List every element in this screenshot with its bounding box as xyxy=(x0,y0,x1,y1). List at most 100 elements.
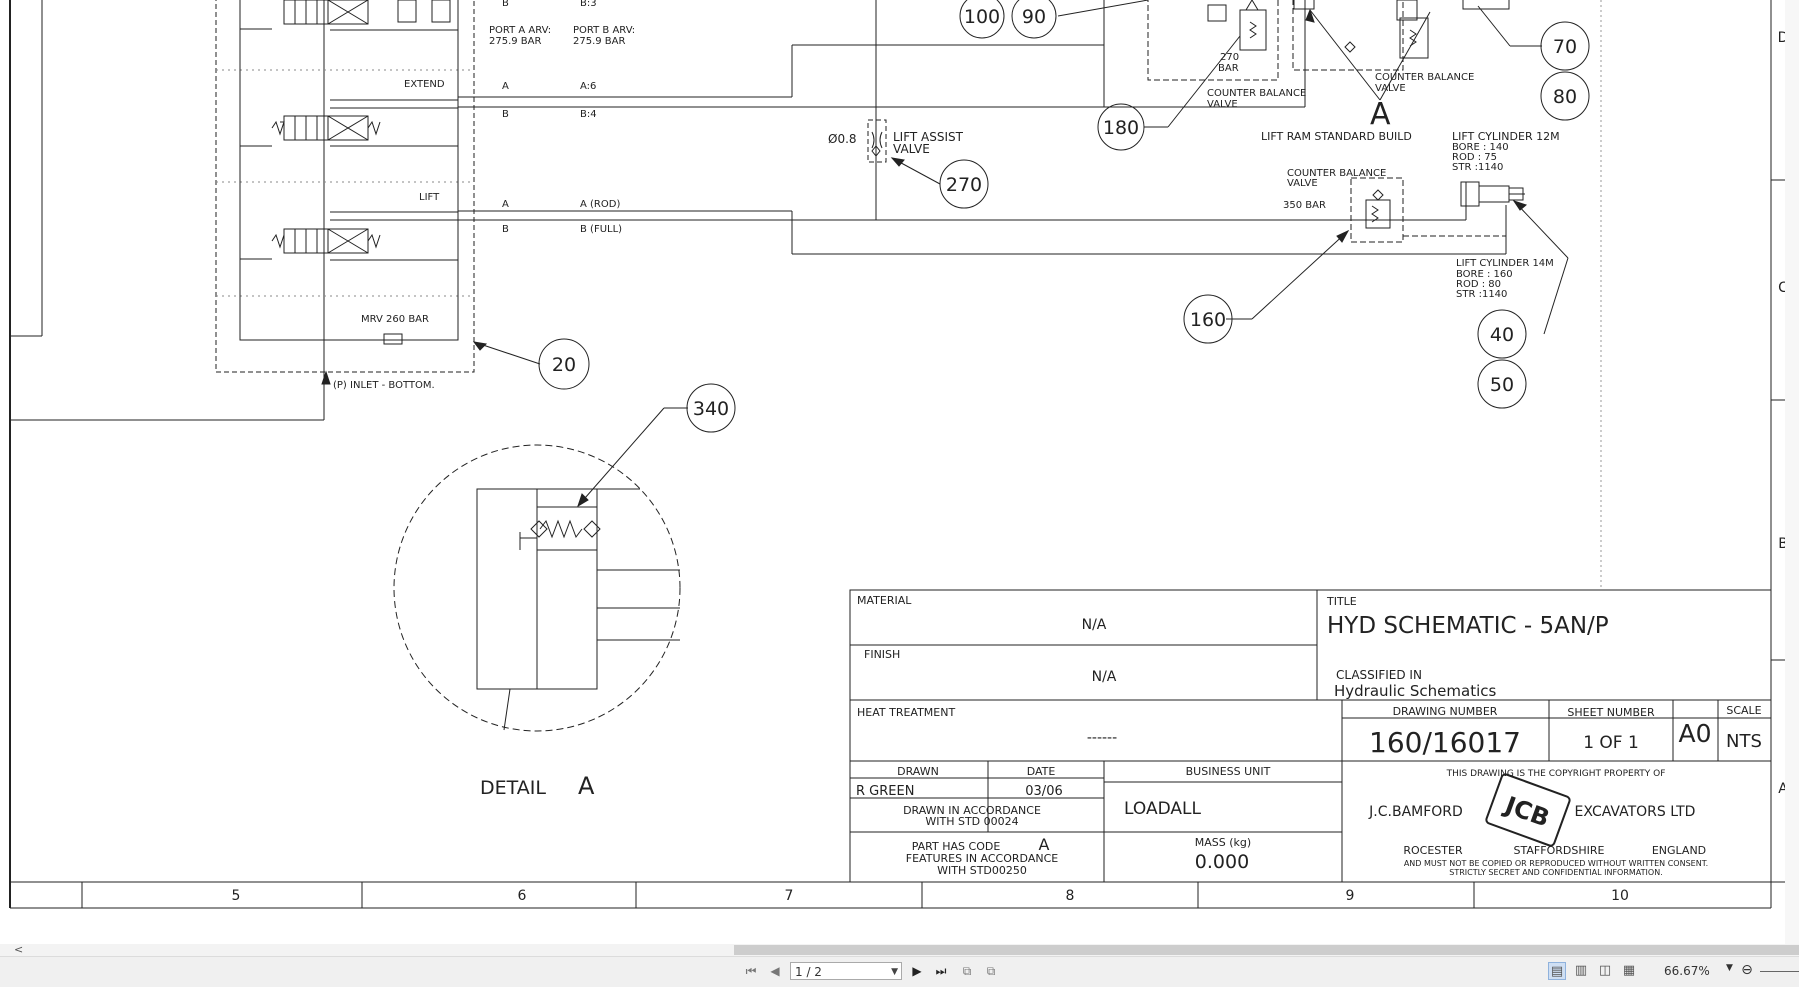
zone-10: 10 xyxy=(1611,888,1629,904)
balloon-270: 270 xyxy=(946,174,982,196)
first-page-icon[interactable]: ⏮ xyxy=(745,964,757,978)
zone-9: 9 xyxy=(1346,888,1355,904)
label-270: 270 xyxy=(1220,52,1239,63)
location-county: STAFFORDSHIRE xyxy=(1514,844,1605,857)
label-cyl12-str: STR :1140 xyxy=(1452,162,1503,173)
scale-value: NTS xyxy=(1726,731,1762,752)
part-code-line-3: WITH STD00250 xyxy=(937,864,1027,877)
horizontal-scroll-thumb[interactable] xyxy=(734,945,1799,955)
previous-page-icon[interactable]: ◀ xyxy=(770,964,780,978)
business-unit-value: LOADALL xyxy=(1124,799,1201,819)
label-lift-assist-valve: VALVE xyxy=(893,142,930,156)
last-page-icon[interactable]: ⏭ xyxy=(935,964,947,978)
label-bar: BAR xyxy=(1218,63,1239,74)
label-b-full: B (FULL) xyxy=(580,224,622,235)
balloon-80: 80 xyxy=(1553,86,1577,108)
zone-c: C xyxy=(1778,280,1788,296)
next-page-icon[interactable]: ▶ xyxy=(912,964,922,978)
zoom-dropdown-icon[interactable]: ▼ xyxy=(1726,963,1733,973)
drawn-label: DRAWN xyxy=(897,765,939,778)
previous-view-icon[interactable]: ⧉ xyxy=(962,964,972,978)
drawing-number-label: DRAWING NUMBER xyxy=(1393,705,1498,718)
scroll-left-icon[interactable]: < xyxy=(14,943,24,956)
zoom-slider[interactable] xyxy=(1760,971,1799,972)
zoom-out-icon[interactable]: ⊖ xyxy=(1741,962,1753,978)
label-cbv-top: COUNTER BALANCE xyxy=(1207,88,1306,99)
date-value: 03/06 xyxy=(1025,784,1062,799)
zone-6: 6 xyxy=(518,888,527,904)
label-b3: B:3 xyxy=(580,0,597,9)
label-detail-letter: A xyxy=(578,772,595,800)
balloon-160: 160 xyxy=(1190,309,1226,331)
label-port-a-arv: PORT A ARV: xyxy=(489,25,551,36)
accordance-line-2: WITH STD 00024 xyxy=(925,815,1018,828)
label-350-bar: 350 BAR xyxy=(1283,200,1326,211)
part-code-line-1: PART HAS CODE xyxy=(912,840,1001,853)
label-port-letter: B xyxy=(502,0,509,9)
title-label: TITLE xyxy=(1326,595,1357,608)
copy-notice: AND MUST NOT BE COPIED OR REPRODUCED WIT… xyxy=(1404,859,1708,868)
scale-label: SCALE xyxy=(1726,704,1761,717)
label-port-b-value: 275.9 BAR xyxy=(573,36,626,47)
zoom-level[interactable]: 66.67% xyxy=(1664,964,1710,978)
mass-value: 0.000 xyxy=(1195,851,1249,873)
confidential-notice: STRICTLY SECRET AND CONFIDENTIAL INFORMA… xyxy=(1449,868,1662,877)
label-cyl12-bore: BORE : 140 xyxy=(1452,142,1509,153)
accordance-line-1: DRAWN IN ACCORDANCE xyxy=(903,804,1041,817)
label-port-b-arv: PORT B ARV: xyxy=(573,25,635,36)
label-cbv-top-2: VALVE xyxy=(1207,99,1238,110)
copyright-line: THIS DRAWING IS THE COPYRIGHT PROPERTY O… xyxy=(1446,769,1666,779)
label-orifice: Ø0.8 xyxy=(828,132,857,146)
label-inlet: (P) INLET - BOTTOM. xyxy=(333,380,435,391)
location-town: ROCESTER xyxy=(1403,844,1463,857)
next-view-icon[interactable]: ⧉ xyxy=(986,964,996,978)
horizontal-scrollbar[interactable]: < xyxy=(0,944,1799,956)
balloon-40: 40 xyxy=(1490,324,1514,346)
sheet-size: A0 xyxy=(1678,719,1711,748)
balloon-50: 50 xyxy=(1490,374,1514,396)
drawing-title: HYD SCHEMATIC - 5AN/P xyxy=(1327,613,1609,639)
status-bar: ⏮ ◀ 1 / 2 ▼ ▶ ⏭ ⧉ ⧉ ▤ ▥ ◫ ▦ 66.67% ▼ ⊖ xyxy=(0,956,1799,987)
balloon-100: 100 xyxy=(964,6,1000,28)
label-cbv-lower: COUNTER BALANCE xyxy=(1287,168,1386,179)
vertical-scrollbar[interactable] xyxy=(1785,0,1799,944)
facing-view-icon[interactable]: ◫ xyxy=(1598,963,1612,978)
label-port-b-lift: B xyxy=(502,224,509,235)
company-name-left: J.C.BAMFORD xyxy=(1368,804,1463,820)
label-cyl14-rod: ROD : 80 xyxy=(1456,279,1501,290)
mass-label: MASS (kg) xyxy=(1195,836,1251,849)
page-number-field[interactable]: 1 / 2 ▼ xyxy=(790,962,902,980)
business-unit-label: BUSINESS UNIT xyxy=(1186,765,1271,778)
label-extend: EXTEND xyxy=(404,79,445,90)
location-country: ENGLAND xyxy=(1652,844,1706,857)
material-value: N/A xyxy=(1082,617,1107,633)
label-cyl12-rod: ROD : 75 xyxy=(1452,152,1497,163)
label-a-rod: A (ROD) xyxy=(580,199,620,210)
zone-5: 5 xyxy=(232,888,241,904)
sheet-number-label: SHEET NUMBER xyxy=(1567,706,1655,719)
continuous-view-icon[interactable]: ▥ xyxy=(1574,963,1588,978)
zone-d: D xyxy=(1778,30,1789,46)
label-cbv-top-right: COUNTER BALANCE xyxy=(1375,72,1474,83)
zone-a: A xyxy=(1778,781,1788,797)
zone-8: 8 xyxy=(1066,888,1075,904)
page-dropdown-icon[interactable]: ▼ xyxy=(891,967,898,977)
drawn-value: R GREEN xyxy=(856,784,914,799)
label-a6: A:6 xyxy=(580,81,596,92)
label-b4: B:4 xyxy=(580,109,597,120)
label-port-a-extend: A xyxy=(502,81,509,92)
label-port-a-lift: A xyxy=(502,199,509,210)
label-lift-assist: LIFT ASSIST xyxy=(893,130,964,144)
continuous-facing-view-icon[interactable]: ▦ xyxy=(1622,963,1636,978)
balloon-20: 20 xyxy=(552,354,576,376)
label-cyl14-str: STR :1140 xyxy=(1456,289,1507,300)
part-code-letter: A xyxy=(1039,835,1050,854)
label-detail: DETAIL xyxy=(480,777,546,799)
label-lift-ram: LIFT RAM STANDARD BUILD xyxy=(1261,130,1412,143)
part-code-line-2: FEATURES IN ACCORDANCE xyxy=(906,852,1058,865)
balloon-180: 180 xyxy=(1103,117,1139,139)
single-page-view-icon[interactable]: ▤ xyxy=(1548,962,1566,980)
label-port-a-value: 275.9 BAR xyxy=(489,36,542,47)
zone-b: B xyxy=(1778,536,1788,552)
